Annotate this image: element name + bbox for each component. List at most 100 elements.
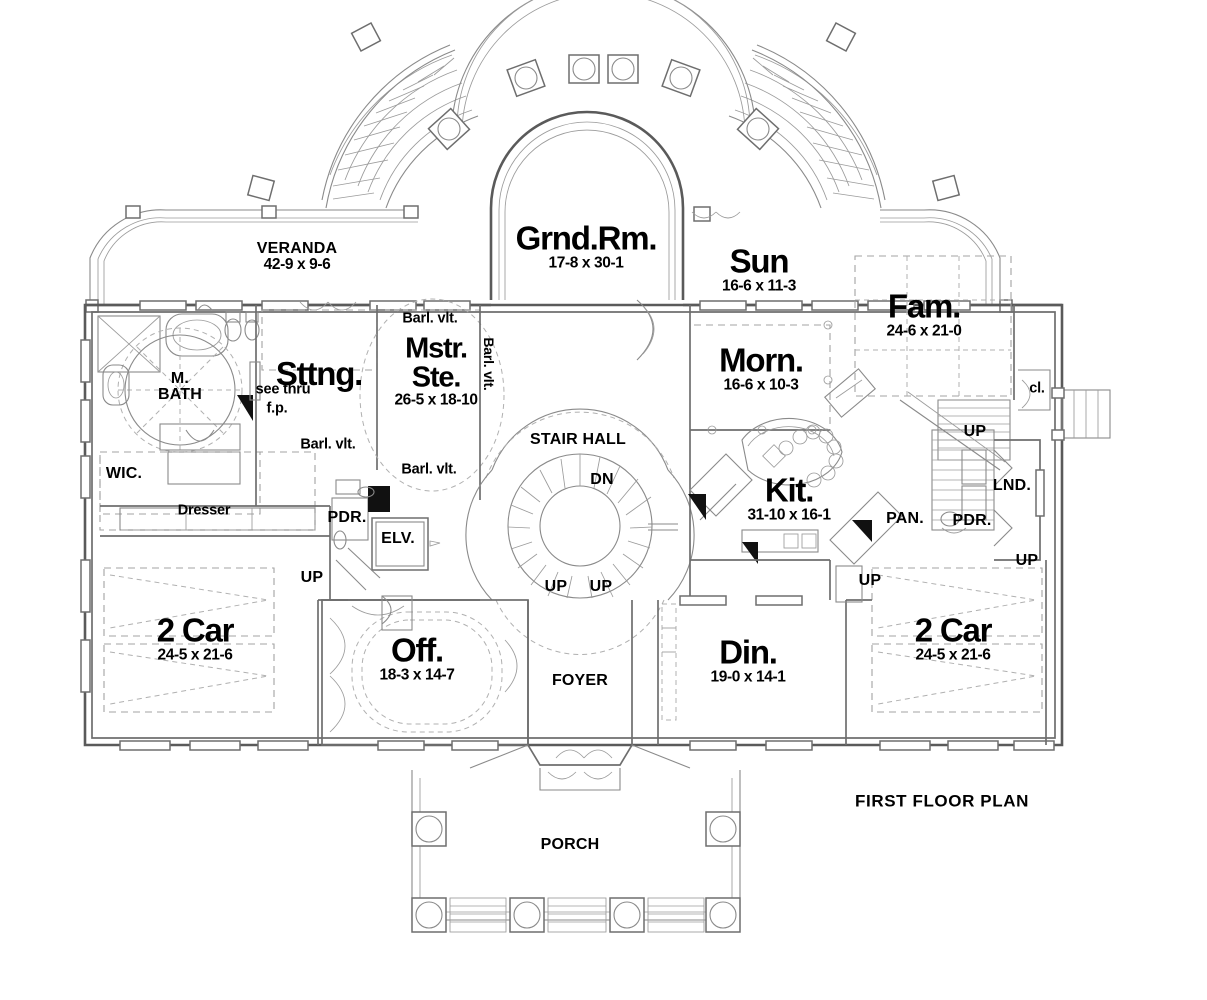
room-label-sun-room: Sun 16-6 x 11-3 [722,244,796,293]
room-label-dining: Din. 19-0 x 14-1 [711,635,786,684]
master-bath-fixtures [97,304,316,531]
elevator [357,486,441,571]
room-label-family-room: Fam. 24-6 x 21-0 [887,289,962,338]
master-suite-name-line1: Mstr. [405,332,468,365]
kitchen-dim: 31-10 x 16-1 [747,505,831,523]
terrace-column [736,107,780,151]
room-label-master-suite: Mstr. Ste. 26-5 x 18-10 [394,332,478,409]
family-room-curve [880,209,1013,313]
back-stair [931,429,995,531]
porch-column [705,897,741,933]
master-suite-name-line2: Ste. [411,361,462,394]
garage-right [845,560,1047,745]
annotation-barrel-vault-3: Barl. vlt. [401,461,457,478]
annotation-powder-room-right: PDR. [952,511,992,529]
annotation-up-garage-left: UP [300,568,324,586]
room-label-office: Off. 18-3 x 14-7 [380,633,455,682]
foyer [469,600,691,769]
annotation-up-garage-right: UP [1015,551,1039,569]
kitchen [688,368,903,600]
annotation-up-kitchen: UP [858,571,882,589]
annotation-powder-room-left: PDR. [327,508,367,526]
annotation-elevator: ELV. [381,529,415,547]
room-label-morning-room: Morn. 16-6 x 10-3 [719,341,804,393]
terrace-fan-steps-left [246,21,479,209]
garage-right-name: 2 Car [914,611,993,649]
right-bay [1051,387,1111,441]
dining-dim: 19-0 x 14-1 [710,667,786,685]
exterior-windows-top [139,300,971,311]
garage-left-dim: 24-5 x 21-6 [157,645,233,663]
terrace-column [427,107,471,151]
room-label-garage-right: 2 Car 24-5 x 21-6 [914,611,993,663]
annotation-pantry: PAN. [886,509,924,527]
terrace-column [568,54,600,84]
master-suite-dim: 26-5 x 18-10 [394,391,478,409]
office-dim: 18-3 x 14-7 [379,665,455,683]
dining [657,595,813,751]
room-label-foyer: FOYER [551,671,609,689]
room-label-sitting: Sttng. [275,355,363,393]
annotation-see-thru: see thru [255,381,311,398]
office-name: Off. [390,631,444,669]
annotation-stair-down: DN [590,470,614,488]
sun-room [636,206,833,600]
exterior-windows-bottom [119,740,1055,751]
porch-column [411,811,447,847]
room-label-master-bath: M. BATH [158,371,202,403]
porch-steps [449,897,705,933]
terrace-fan-steps-right [728,21,961,209]
annotation-stair-up-left: UP [544,577,568,595]
rear-terrace [246,0,961,209]
family-room-dim: 24-6 x 21-0 [886,321,962,339]
garage-left-name: 2 Car [156,611,235,649]
annotation-dresser: Dresser [177,502,231,519]
annotation-wic: WIC. [105,464,143,482]
annotation-fireplace: f.p. [266,400,288,417]
kitchen-name: Kit. [764,471,815,509]
morning-room-dim: 16-6 x 10-3 [723,375,799,393]
porch-column [509,897,545,933]
powder-room-left [331,479,369,550]
annotation-stair-up-right: UP [589,577,613,595]
room-label-porch: PORCH [540,835,600,853]
stair-hall [465,408,695,655]
terrace-column [607,54,639,84]
exterior-windows-left [80,339,91,693]
master-bath-line2: BATH [157,386,203,403]
annotation-closet: cl. [1029,380,1045,397]
terrace-column [506,58,546,98]
veranda-name: VERANDA [256,239,338,257]
morning-room-name: Morn. [719,341,804,379]
powder-room-right [940,511,967,534]
room-label-kitchen: Kit. 31-10 x 16-1 [747,471,831,523]
sheet-title: FIRST FLOOR PLAN [855,791,1029,811]
sitting-room-name: Sttng. [275,355,363,393]
grand-room-name: Grnd.Rm. [515,219,658,257]
annotation-barrel-vault-vertical: Barl. vlt. [481,337,498,391]
misc-stairs [335,547,863,631]
master-bath-line1: M. [170,370,190,387]
terrace-column [661,58,701,98]
grand-room-dim: 17-8 x 30-1 [548,253,624,271]
room-label-veranda: VERANDA 42-9 x 9-6 [256,239,338,273]
grand-room-bay [489,110,685,300]
sun-room-name: Sun [729,242,790,280]
family-room-name: Fam. [887,287,961,325]
porch-column [705,811,741,847]
veranda-curve [85,205,419,313]
garage-right-dim: 24-5 x 21-6 [915,645,991,663]
front-porch [411,768,741,933]
porch-column [411,897,447,933]
landing [993,439,1045,561]
terrace-railing [427,0,780,151]
annotation-laundry: LND. [992,476,1032,494]
annotation-barrel-vault-1: Barl. vlt. [402,310,458,327]
room-label-grand-room: Grnd.Rm. 17-8 x 30-1 [515,219,658,271]
sun-room-dim: 16-6 x 11-3 [721,276,797,294]
annotation-up-family: UP [963,422,987,440]
porch-column [609,897,645,933]
room-label-stair-hall: STAIR HALL [530,430,626,448]
